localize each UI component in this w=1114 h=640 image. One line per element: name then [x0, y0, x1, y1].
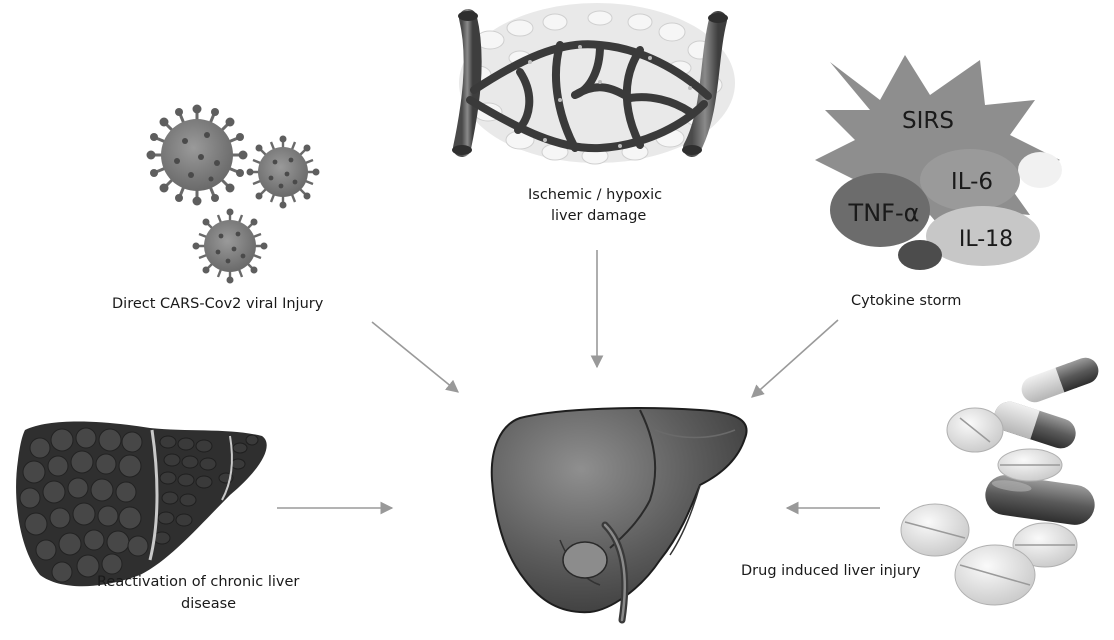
tablet-5 [955, 545, 1035, 605]
ischemic-tissue-icon [452, 3, 735, 164]
sirs-label: SIRS [902, 108, 954, 134]
tablet-1 [947, 408, 1003, 452]
virus-icon-group [147, 105, 320, 284]
viral-injury-label: Direct CARS-Cov2 viral Injury [112, 294, 323, 314]
virus-small-icon [193, 209, 268, 284]
virus-medium-icon [247, 136, 320, 209]
ischemic-label-line1: Ischemic / hypoxic [528, 185, 662, 205]
ischemic-label-line2: liver damage [551, 206, 646, 226]
drug-injury-label: Drug induced liver injury [741, 561, 921, 581]
il18-label: IL-18 [959, 227, 1013, 252]
il6-label: IL-6 [951, 169, 993, 195]
tnf-label: TNF-α [848, 199, 920, 227]
chronic-disease-label-line1: Reactivation of chronic liver [97, 572, 299, 592]
cytokine-storm-label: Cytokine storm [851, 291, 961, 311]
tablet-2 [998, 449, 1062, 481]
liver-icon [492, 408, 747, 620]
cytokine-storm-icon: SIRS IL-6 TNF-α IL-18 [815, 55, 1062, 270]
virus-large-icon [147, 105, 248, 206]
chronic-disease-label-line2: disease [181, 594, 236, 614]
arrow-cytokine-to-liver [752, 320, 838, 397]
cirrhotic-liver-icon [16, 422, 267, 587]
tablet-3 [901, 504, 969, 556]
arrow-viral-to-liver [372, 322, 458, 392]
